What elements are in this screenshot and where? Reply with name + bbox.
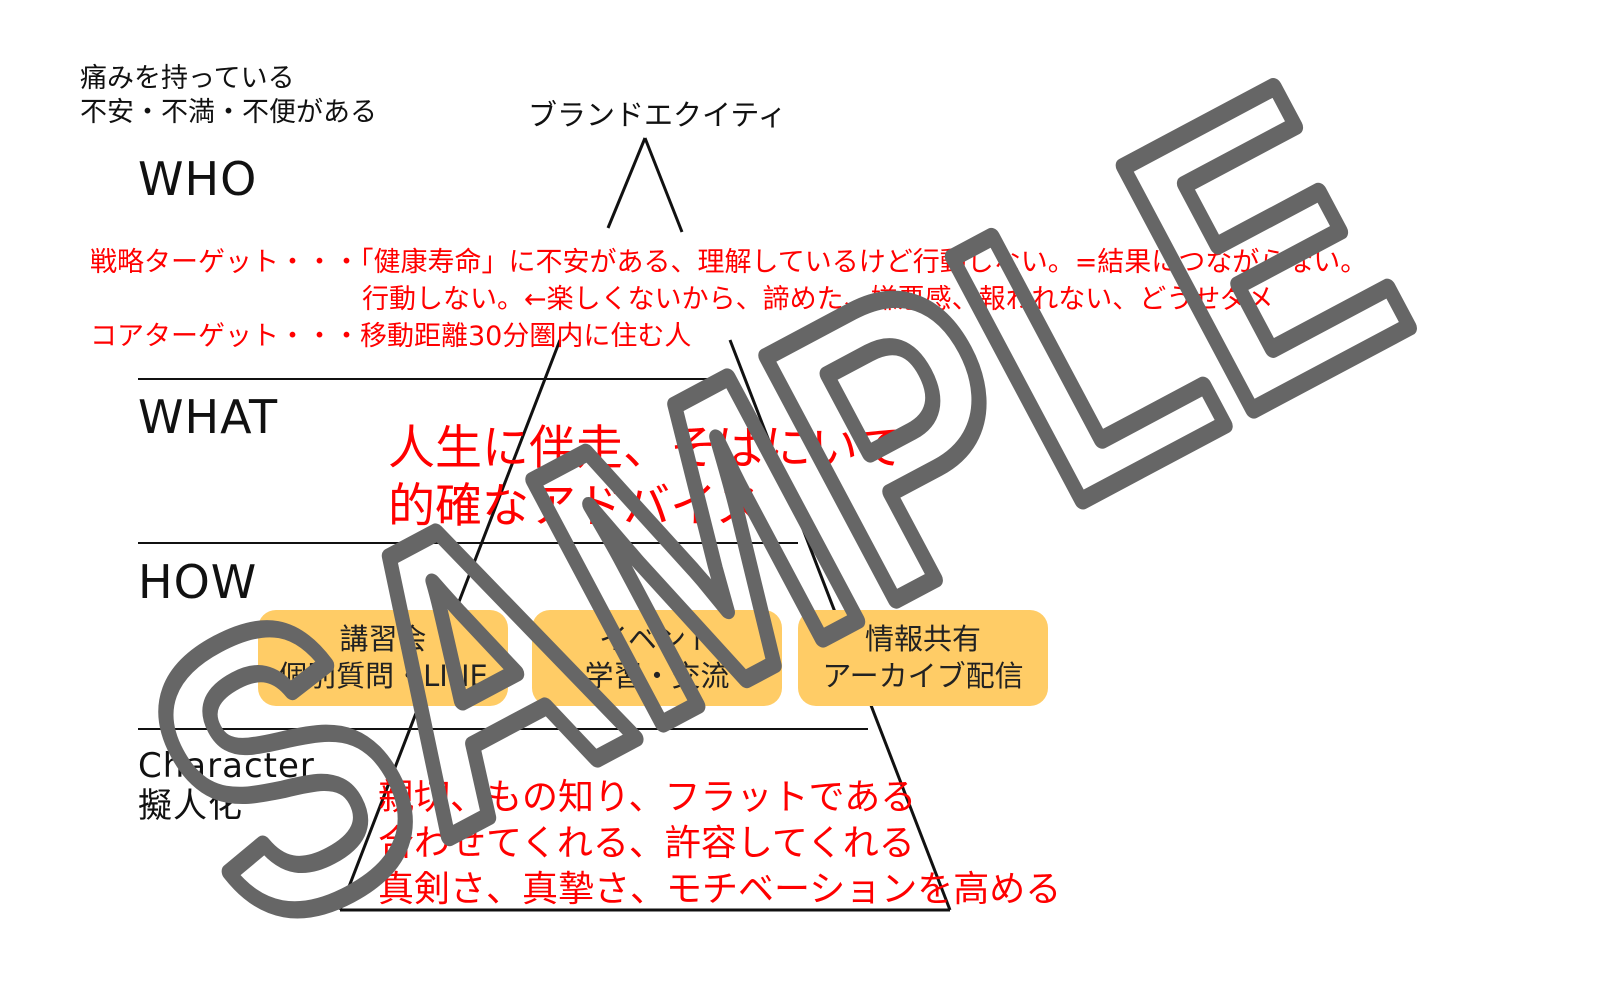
value-proposition: 人生に伴走、そばにいて 的確なアドバイス <box>388 420 904 536</box>
strategic-target-cont: 行動しない。←楽しくないから、諦めた、嫌悪感、報われない、どうせダメ <box>362 284 1274 315</box>
watermark-text: SAMPLE <box>85 1 1460 995</box>
how-box-info-share: 情報共有 アーカイブ配信 <box>798 610 1048 706</box>
how-box-event: イベント 学習・交流 <box>532 610 782 706</box>
persona-line-1: 親切、もの知り、フラットである <box>378 777 917 818</box>
divider-who-what <box>138 378 728 380</box>
section-character-ja: 擬人化 <box>138 786 243 826</box>
how-box-line2: 学習・交流 <box>584 659 730 693</box>
persona-line-2: 合わせてくれる、許容してくれる <box>378 823 915 864</box>
persona-line-3: 真剣さ、真摯さ、モチベーションを高める <box>378 869 1062 910</box>
pain-description: 痛みを持っている 不安・不満・不便がある <box>80 62 377 130</box>
how-box-line2: 個別質問・LINE <box>278 659 488 693</box>
how-box-line2: アーカイブ配信 <box>822 659 1024 693</box>
divider-what-how <box>138 542 798 544</box>
value-line-2: 的確なアドバイス <box>388 479 763 534</box>
pyramid-right-top <box>643 137 684 233</box>
how-box-line1: 講習会 <box>339 622 427 656</box>
pyramid-left-top <box>606 137 647 229</box>
value-line-1: 人生に伴走、そばにいて <box>388 421 904 476</box>
strategic-target: 戦略ターゲット・・・「健康寿命」に不安がある、理解しているけど行動しない。=結果… <box>90 247 1368 278</box>
pain-line-2: 不安・不満・不便がある <box>80 97 377 128</box>
how-box-lecture: 講習会 個別質問・LINE <box>258 610 508 706</box>
pain-line-1: 痛みを持っている <box>80 63 295 94</box>
divider-how-character <box>138 728 868 730</box>
section-how: HOW <box>138 555 258 609</box>
core-target: コアターゲット・・・移動距離30分圏内に住む人 <box>90 321 692 352</box>
section-character-en: Character <box>138 746 315 786</box>
section-character: Character 擬人化 <box>138 746 315 826</box>
how-box-line1: イベント <box>598 622 715 656</box>
section-who: WHO <box>138 152 258 206</box>
persona-traits: 親切、もの知り、フラットである 合わせてくれる、許容してくれる 真剣さ、真摯さ、… <box>378 775 1061 913</box>
apex-label: ブランドエクイティ <box>528 98 787 132</box>
how-box-line1: 情報共有 <box>864 622 981 656</box>
section-what: WHAT <box>138 390 279 444</box>
